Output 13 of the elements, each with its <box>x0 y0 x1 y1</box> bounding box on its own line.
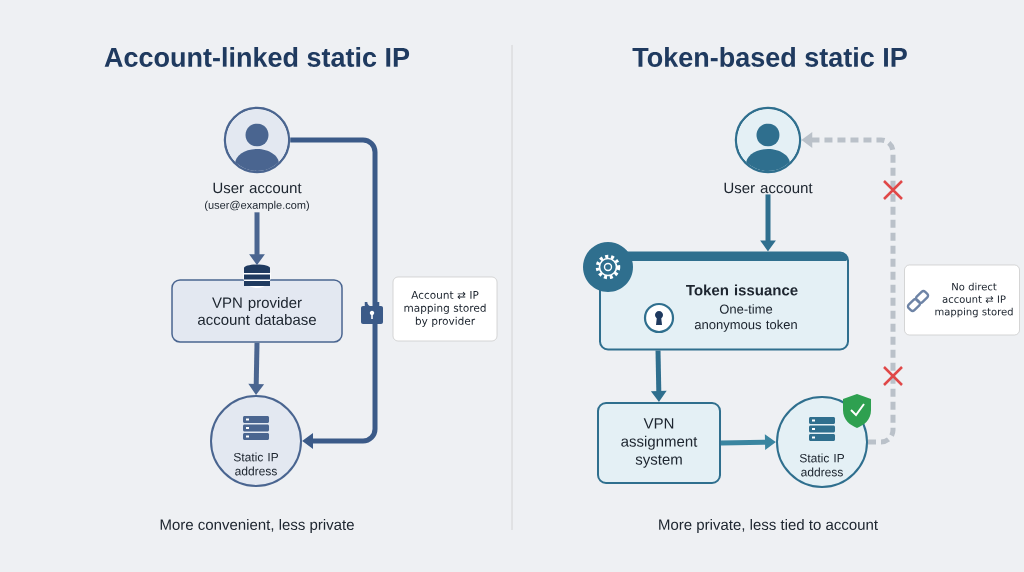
note-box: Account ⇄ IP mapping stored by provider <box>392 276 498 342</box>
database-box: VPN provider account database <box>171 279 343 343</box>
heading: Account-linked static IP <box>104 47 410 67</box>
node-label: User account <box>724 182 813 194</box>
process-box: VPN assignment system <box>597 402 721 484</box>
process-box: Token issuance One-time anonymous token <box>599 251 849 351</box>
caption: More private, less tied to account <box>659 519 878 533</box>
note-box: No direct account ⇄ IP mapping stored <box>904 264 1020 336</box>
node-label: User account <box>213 182 302 194</box>
caption: More convenient, less private <box>160 519 354 533</box>
node-label: (user@example.com) <box>205 200 309 212</box>
arrow <box>290 137 378 449</box>
heading: Token-based static IP <box>632 47 907 67</box>
